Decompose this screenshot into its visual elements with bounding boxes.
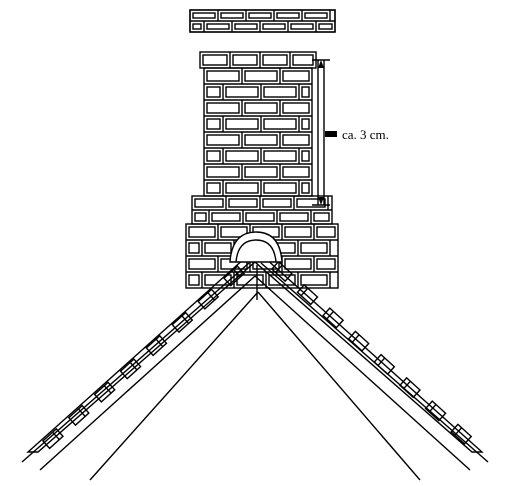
- brick: [301, 150, 310, 162]
- brick: [279, 212, 309, 222]
- brick: [225, 118, 259, 130]
- brick: [263, 118, 297, 130]
- brick: [244, 166, 278, 178]
- chimney-cap-bricks: [189, 9, 336, 33]
- brick: [206, 23, 230, 30]
- brick: [244, 102, 278, 114]
- brick: [188, 258, 216, 270]
- brick: [316, 226, 336, 238]
- brick: [292, 54, 314, 66]
- brick: [268, 274, 296, 286]
- brick: [262, 23, 286, 30]
- roof-tile: [67, 404, 90, 427]
- dimension-label: ca. 3 cm.: [342, 127, 389, 142]
- dimension-marker: ca. 3 cm.: [312, 59, 389, 206]
- brick: [284, 258, 312, 270]
- brick: [263, 86, 297, 98]
- brick: [192, 23, 202, 30]
- brick: [206, 118, 221, 130]
- brick: [304, 12, 328, 19]
- brick: [301, 86, 310, 98]
- brick: [316, 258, 336, 270]
- brick: [282, 166, 310, 178]
- brick: [206, 70, 240, 82]
- brick: [244, 70, 278, 82]
- brick: [282, 134, 310, 146]
- brick: [234, 23, 258, 30]
- brick: [225, 182, 259, 194]
- brick: [318, 23, 333, 30]
- brick: [204, 242, 232, 254]
- roof-tile: [119, 358, 142, 380]
- brick: [301, 182, 310, 194]
- brick: [211, 212, 241, 222]
- chimney-upper-shaft: [199, 51, 317, 197]
- roof-tile: [450, 423, 473, 445]
- brick: [202, 54, 228, 66]
- brick: [282, 102, 310, 114]
- brick: [301, 118, 310, 130]
- brick: [220, 226, 248, 238]
- brick: [192, 12, 216, 19]
- roof-tile: [41, 427, 64, 450]
- roof-tile: [145, 334, 168, 357]
- brick: [194, 212, 207, 222]
- brick: [296, 198, 326, 208]
- brick: [313, 212, 330, 222]
- chimney: [185, 9, 339, 289]
- brick: [206, 182, 221, 194]
- roof-tile: [373, 353, 396, 376]
- roof-tile: [197, 288, 220, 310]
- brick: [236, 274, 264, 286]
- brick: [194, 198, 224, 208]
- brick: [232, 54, 258, 66]
- brick: [263, 150, 297, 162]
- brick: [228, 198, 258, 208]
- roof-tile: [171, 311, 194, 334]
- brick: [284, 226, 312, 238]
- brick: [225, 150, 259, 162]
- brick: [244, 134, 278, 146]
- brick: [206, 134, 240, 146]
- brick: [188, 274, 200, 286]
- brick: [262, 198, 292, 208]
- brick: [225, 86, 259, 98]
- brick: [290, 23, 314, 30]
- roof-tile: [424, 400, 447, 422]
- brick: [206, 166, 240, 178]
- brick: [262, 54, 288, 66]
- roof-tiles-right: [270, 260, 473, 445]
- brick: [300, 274, 328, 286]
- brick: [204, 274, 232, 286]
- roof-tile: [93, 381, 116, 403]
- ridge-tile-arch: [229, 231, 283, 263]
- brick: [206, 86, 221, 98]
- brick: [276, 12, 300, 19]
- brick: [206, 102, 240, 114]
- brick: [282, 70, 310, 82]
- brick: [220, 12, 244, 19]
- brick: [206, 150, 221, 162]
- roof-tile: [322, 307, 345, 329]
- brick: [188, 226, 216, 238]
- roof-tile: [398, 376, 421, 399]
- brick: [188, 242, 200, 254]
- brick: [263, 182, 297, 194]
- brick: [248, 12, 272, 19]
- roof-tile: [347, 330, 370, 352]
- brick: [300, 242, 328, 254]
- brick: [245, 212, 275, 222]
